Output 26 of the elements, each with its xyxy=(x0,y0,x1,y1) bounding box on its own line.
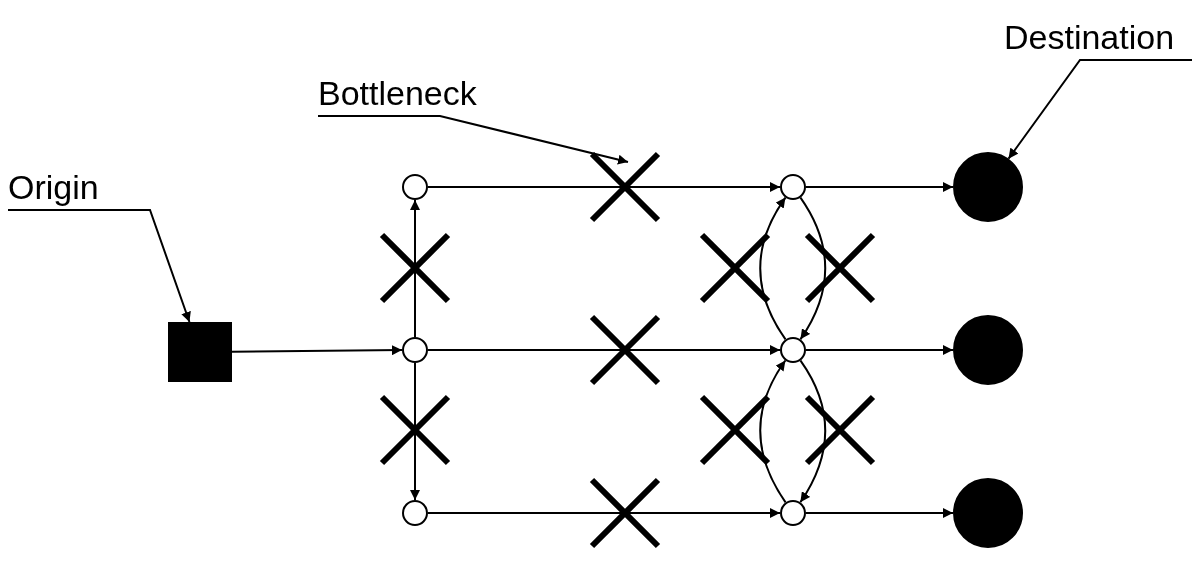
annotation-label: Destination xyxy=(1004,14,1192,60)
arrow xyxy=(799,196,827,341)
leader-line xyxy=(1007,59,1192,160)
annotation-label: Bottleneck xyxy=(318,70,486,116)
arrow xyxy=(759,196,787,341)
arrow xyxy=(427,182,781,192)
arrow xyxy=(805,508,954,518)
arrow xyxy=(427,508,781,518)
junction-circle xyxy=(780,174,806,200)
arrow xyxy=(799,359,827,504)
leader-line xyxy=(317,115,629,165)
junction-circle xyxy=(402,337,428,363)
arrow xyxy=(805,345,954,355)
arrow xyxy=(427,345,781,355)
arrow xyxy=(231,345,403,356)
junction-circle xyxy=(780,337,806,363)
arrow xyxy=(805,182,954,192)
annotation-label: Origin xyxy=(8,164,120,210)
origin-square xyxy=(168,322,232,382)
junction-circle xyxy=(402,174,428,200)
junction-circle xyxy=(402,500,428,526)
arrow xyxy=(759,359,787,504)
junction-circle xyxy=(780,500,806,526)
arrow xyxy=(410,362,420,501)
leader-line xyxy=(7,209,191,323)
arrow xyxy=(410,199,420,338)
